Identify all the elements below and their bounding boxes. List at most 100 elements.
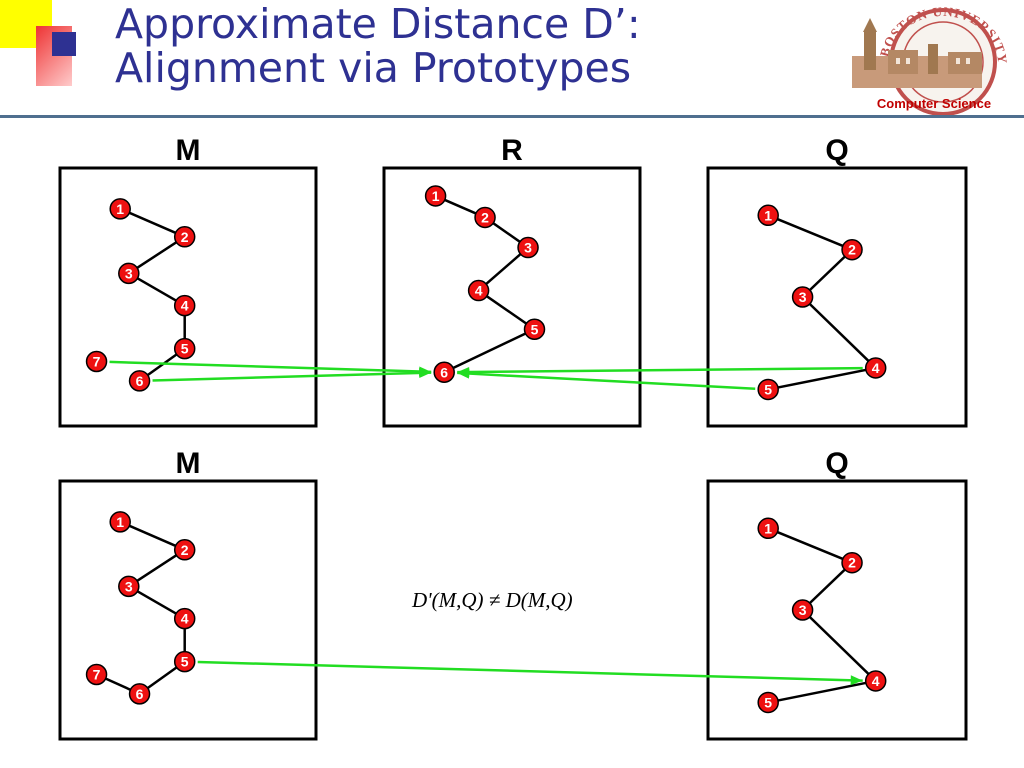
edge-q-top-2-3 — [801, 248, 853, 298]
node-label: 3 — [524, 240, 532, 256]
edge-m-bottom-2-3 — [128, 548, 186, 588]
node-circle — [118, 262, 140, 285]
edge-q-top-4-5 — [767, 366, 876, 391]
node-label: 2 — [181, 229, 189, 245]
node-label: 1 — [116, 514, 124, 530]
node-circle — [109, 511, 131, 533]
node-r-top-1: 1 — [424, 185, 447, 207]
node-m-top-6: 6 — [128, 370, 151, 392]
node-label: 5 — [531, 321, 539, 337]
node-label: 4 — [872, 360, 880, 376]
boston-university-logo: BOSTON UNIVERSITY — [852, 4, 1009, 116]
node-label: 3 — [799, 602, 807, 618]
node-m-bottom-5: 5 — [173, 650, 196, 673]
node-r-top-4: 4 — [467, 279, 490, 302]
node-circle — [85, 350, 108, 373]
alignment-arrowhead — [419, 367, 432, 378]
alignment-line — [152, 371, 432, 382]
node-circle — [517, 236, 539, 259]
alignment-line — [197, 660, 863, 682]
node-circle — [85, 663, 108, 686]
node-q-bottom-5: 5 — [757, 691, 779, 714]
edge-r-top-4-5 — [477, 289, 536, 331]
node-label: 5 — [181, 341, 189, 357]
edge-m-bottom-3-4 — [128, 585, 186, 620]
node-q-bottom-2: 2 — [841, 551, 863, 574]
alignment-line — [457, 366, 863, 374]
edge-q-bottom-2-3 — [801, 561, 853, 611]
node-label: 2 — [181, 542, 189, 558]
distance-inequality-formula: D'(M,Q) ≠ D(M,Q) — [412, 588, 573, 613]
corner-blue-square — [52, 32, 76, 56]
node-label: 1 — [764, 520, 772, 536]
panel-label-q-top: Q — [825, 134, 848, 167]
node-circle — [757, 204, 779, 227]
node-m-top-5: 5 — [173, 337, 196, 360]
panel-q-bottom — [706, 479, 968, 741]
alignment-arrow-4 — [197, 660, 863, 686]
node-circle — [128, 683, 151, 705]
node-label: 1 — [116, 201, 124, 217]
formula-text: D'(M,Q) ≠ D(M,Q) — [412, 588, 573, 612]
node-q-top-5: 5 — [757, 378, 779, 401]
node-m-bottom-6: 6 — [128, 683, 151, 705]
node-circle — [467, 279, 490, 302]
node-q-bottom-4: 4 — [864, 670, 887, 692]
node-circle — [757, 378, 779, 401]
edge-m-bottom-1-2 — [119, 520, 186, 551]
node-circle — [424, 185, 447, 207]
node-r-top-2: 2 — [474, 206, 496, 229]
node-circle — [118, 575, 140, 598]
node-m-top-7: 7 — [85, 350, 108, 373]
alignment-arrow-3 — [457, 368, 756, 391]
node-q-top-2: 2 — [841, 238, 863, 261]
node-label: 3 — [799, 289, 807, 305]
department-label: Computer Science — [876, 96, 992, 111]
node-circle — [173, 226, 196, 248]
edge-m-top-3-4 — [128, 272, 186, 307]
node-q-bottom-3: 3 — [791, 599, 814, 621]
node-circle — [864, 670, 887, 692]
alignment-arrow-1 — [152, 367, 432, 382]
node-label: 6 — [440, 364, 448, 380]
node-label: 4 — [181, 611, 189, 627]
node-label: 2 — [848, 555, 856, 571]
node-label: 6 — [136, 373, 144, 389]
node-label: 5 — [181, 654, 189, 670]
node-label: 6 — [136, 686, 144, 702]
page-title: Approximate Distance D’: Alignment via P… — [115, 2, 641, 90]
node-label: 2 — [848, 242, 856, 258]
panel-q-top — [706, 166, 968, 428]
panel-label-r-top: R — [501, 134, 523, 167]
node-circle — [128, 370, 151, 392]
node-circle — [474, 206, 496, 229]
node-label: 5 — [764, 381, 772, 397]
node-m-bottom-2: 2 — [173, 539, 196, 561]
panel-label-m-top: M — [176, 134, 201, 167]
alignment-line — [457, 371, 756, 391]
logo-skyline — [852, 18, 982, 88]
node-label: 3 — [125, 578, 133, 594]
edge-q-top-3-4 — [801, 296, 877, 369]
node-circle — [757, 517, 779, 540]
node-m-bottom-4: 4 — [173, 607, 196, 630]
node-circle — [791, 599, 814, 621]
node-label: 2 — [481, 209, 489, 225]
node-circle — [791, 286, 814, 308]
node-label: 3 — [125, 265, 133, 281]
node-circle — [109, 198, 131, 220]
alignment-line — [109, 360, 432, 374]
panel-label-q-bottom: Q — [825, 447, 848, 480]
node-label: 7 — [93, 354, 101, 370]
node-m-top-4: 4 — [173, 294, 196, 317]
node-label: 1 — [432, 188, 440, 204]
edge-r-top-5-6 — [443, 328, 536, 374]
node-label: 4 — [181, 298, 189, 314]
node-label: 7 — [93, 667, 101, 683]
edge-m-top-1-2 — [119, 207, 186, 238]
alignment-arrowhead — [850, 675, 863, 686]
panel-r-top — [382, 166, 642, 428]
node-m-bottom-7: 7 — [85, 663, 108, 686]
